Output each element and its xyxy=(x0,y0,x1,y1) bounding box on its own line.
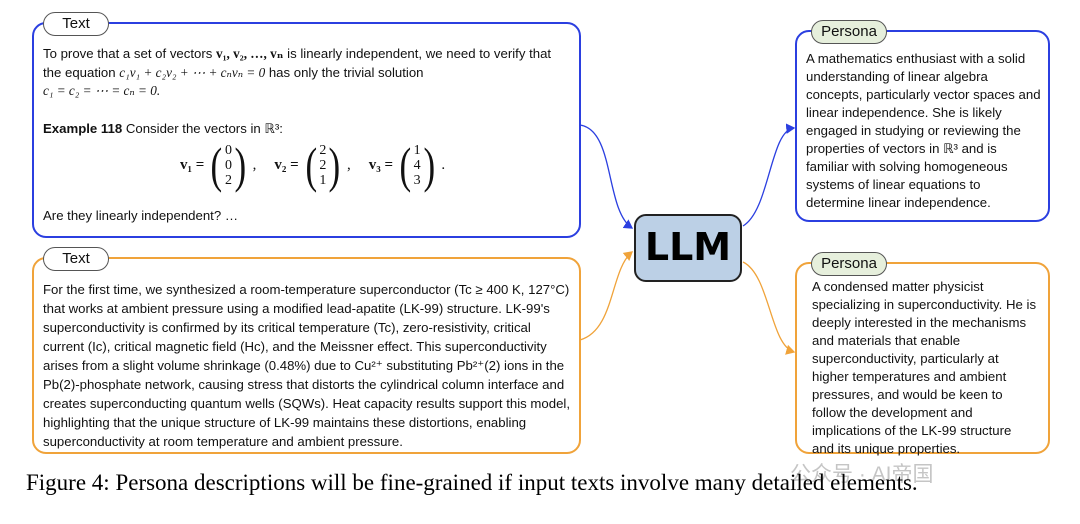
text-box-physics xyxy=(32,257,581,454)
example-line: Example 118 Consider the vectors in ℝ³: xyxy=(43,121,283,136)
arrow-llm-to-persona2 xyxy=(742,261,796,355)
llm-node: LLM xyxy=(634,214,742,282)
figure-caption: Figure 4: Persona descriptions will be f… xyxy=(26,470,918,495)
math-text-line1: To prove that a set of vectors v₁, v₂, …… xyxy=(43,46,552,61)
persona-line: linear independence. She is likely xyxy=(806,105,1002,120)
physics-line: creates superconducting quantum wells (S… xyxy=(43,396,570,411)
v1-label: v₁ = xyxy=(180,156,205,173)
persona-line: deeply interested in the mechanisms xyxy=(812,315,1027,330)
persona-line: A mathematics enthusiast with a solid xyxy=(806,51,1026,66)
persona-box-math xyxy=(795,30,1050,222)
persona-line: systems of linear equations to xyxy=(806,177,981,192)
physics-line: highlighting that the unique structure o… xyxy=(43,415,527,430)
persona-2-text: A condensed matter physicist specializin… xyxy=(812,278,1048,458)
persona-line: superconductivity, particularly at xyxy=(812,351,999,366)
persona-line: implications of the LK-99 structure xyxy=(812,423,1012,438)
physics-line: For the first time, we synthesized a roo… xyxy=(43,282,570,297)
arrow-text2-to-llm xyxy=(579,251,634,341)
text-box-math xyxy=(32,22,581,238)
physics-line: superconductivity is confirmed by its cr… xyxy=(43,320,531,335)
text-tag: Text xyxy=(43,12,109,36)
persona-line: and materials that enable xyxy=(812,333,961,348)
persona-line: higher temperatures and ambient xyxy=(812,369,1007,384)
math-trivial-solution: c₁ = c₂ = ⋯ = cₙ = 0. xyxy=(43,83,161,98)
math-text-line2: the equation c₁v₁ + c₂v₂ + ⋯ + cₙvₙ = 0 … xyxy=(43,65,424,80)
persona-line: concepts, particularly vector spaces and xyxy=(806,87,1041,102)
arrow-text1-to-llm xyxy=(579,124,634,229)
text-tag-2: Text xyxy=(43,247,109,271)
persona-1-text: A mathematics enthusiast with a solid un… xyxy=(806,50,1051,212)
physics-line: current (Ic), critical magnetic field (H… xyxy=(43,339,547,354)
physics-line: arises from a slight volume shrinkage (0… xyxy=(43,358,565,373)
persona-line: follow the development and xyxy=(812,405,973,420)
watermark: 公众号 · AI帝国 xyxy=(790,463,934,486)
persona-line: understanding of linear algebra xyxy=(806,69,988,84)
persona-tag: Persona xyxy=(811,20,887,44)
physics-line: that works at ambient pressure using a m… xyxy=(43,301,550,316)
v2-label: v₂ = xyxy=(274,156,299,173)
persona-line: specializing in superconductivity. He is xyxy=(812,297,1037,312)
physics-line: Pb(2)-phosphate network, causing stress … xyxy=(43,377,565,392)
persona-line: engaged in studying or reviewing the xyxy=(806,123,1021,138)
persona-line: and its unique properties. xyxy=(812,441,961,456)
v3-label: v₃ = xyxy=(368,156,394,173)
persona-line: determine linear independence. xyxy=(806,195,991,210)
persona-line: A condensed matter physicist xyxy=(812,279,984,294)
persona-line: properties of vectors in ℝ³ and is xyxy=(806,141,997,156)
physics-text: For the first time, we synthesized a roo… xyxy=(43,280,578,451)
persona-box-physics xyxy=(795,262,1050,454)
persona-line: pressures, and would be keen to xyxy=(812,387,1003,402)
persona-tag-2: Persona xyxy=(811,252,887,276)
math-question: Are they linearly independent? … xyxy=(43,208,239,223)
arrow-llm-to-persona1 xyxy=(742,123,796,227)
persona-line: familiar with solving homogeneous xyxy=(806,159,1008,174)
physics-line: superconductivity at room temperature an… xyxy=(43,434,403,449)
